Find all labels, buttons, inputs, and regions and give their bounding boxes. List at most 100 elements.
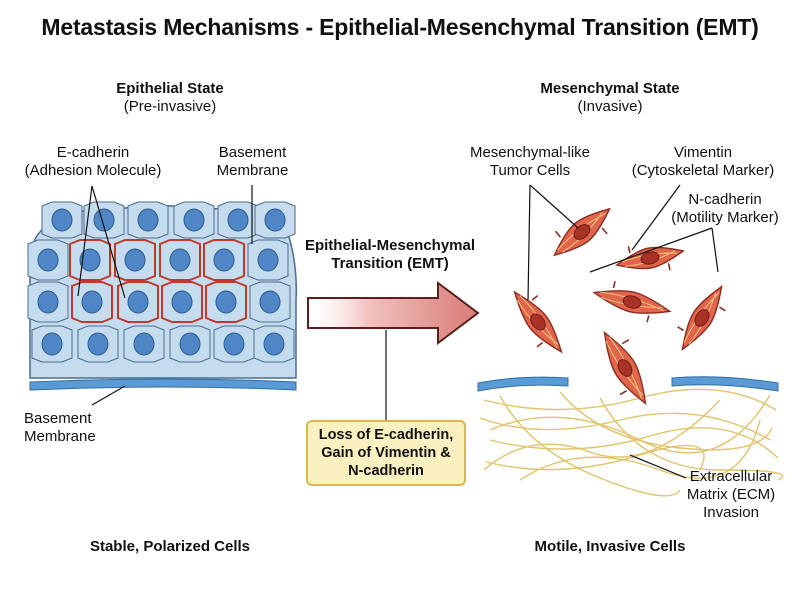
ecm-label-line2: Matrix (ECM) — [686, 486, 776, 503]
emt-arrow-label-line2: Transition (EMT) — [331, 255, 449, 272]
epithelial-heading: Epithelial State — [116, 80, 224, 97]
ecadherin-label-line2: (Adhesion Molecule) — [24, 162, 162, 179]
epithelial-nucleus — [81, 290, 103, 314]
basement-membrane-left — [29, 378, 297, 391]
emt-arrow — [307, 281, 480, 345]
vimentin-leader — [631, 184, 681, 251]
mesenchymal-leader-1 — [527, 184, 531, 301]
ecadherin-label: E-cadherin (Adhesion Molecule) — [8, 144, 178, 180]
ncadherin-spike — [719, 306, 726, 312]
epithelial-nucleus — [51, 208, 73, 232]
ncadherin-spike — [612, 281, 616, 289]
ecadherin-leader-1 — [77, 185, 93, 297]
mesenchymal-nucleus — [694, 309, 710, 327]
ecm-fiber — [559, 391, 773, 451]
mesenchymal-nucleus — [622, 295, 642, 309]
ecm-fiber — [489, 427, 779, 459]
epithelial-nucleus — [263, 332, 285, 356]
epithelial-nucleus — [37, 248, 59, 272]
mesenchymal-cells-label-line1: Mesenchymal-like — [469, 144, 591, 161]
mesenchymal-cell — [592, 281, 672, 323]
basement-bottom-leader — [91, 385, 126, 406]
basement-membrane-right-b — [671, 376, 779, 392]
epithelial-nucleus — [93, 208, 115, 232]
emt-arrow-label-line1: Epithelial-Mesenchymal — [304, 237, 476, 254]
mesenchymal-cell — [615, 246, 685, 271]
basement-top-label: Basement Membrane — [205, 144, 300, 180]
ecm-fiber — [599, 397, 784, 481]
epithelial-nucleus — [259, 290, 281, 314]
mesenchymal-cells — [513, 207, 726, 406]
callout-line1: Loss of E-cadherin, — [318, 427, 454, 443]
epithelial-nucleus — [264, 208, 286, 232]
epithelial-subheading: (Pre-invasive) — [123, 98, 217, 115]
epithelial-nucleus — [215, 290, 237, 314]
mesenchymal-cell — [603, 330, 647, 406]
ecm-label-line1: Extracellular — [689, 468, 773, 485]
mesenchymal-cell — [677, 285, 726, 351]
vimentin-label-line2: (Cytoskeletal Marker) — [631, 162, 775, 179]
vimentin-label: Vimentin (Cytoskeletal Marker) — [618, 144, 788, 180]
ecm-fiber — [519, 419, 761, 481]
extracellular-matrix — [479, 388, 784, 497]
ncadherin-leader-1 — [589, 227, 713, 273]
mesenchymal-cells-label-line2: Tumor Cells — [489, 162, 571, 179]
epithelial-nucleus — [257, 248, 279, 272]
ncadherin-label: N-cadherin (Motility Marker) — [655, 191, 795, 227]
epithelial-footer: Stable, Polarized Cells — [89, 538, 251, 555]
mesenchymal-cell — [513, 290, 563, 354]
right-leader-lines — [527, 184, 719, 479]
callout-line2: Gain of Vimentin & — [321, 445, 451, 461]
ecm-leader — [629, 454, 687, 479]
epithelial-nucleus — [41, 332, 63, 356]
epithelial-nucleus — [87, 332, 109, 356]
ecm-fiber — [483, 399, 721, 471]
mesenchymal-nucleus — [640, 251, 660, 265]
epithelial-nucleus — [133, 332, 155, 356]
mesenchymal-leader-2 — [529, 184, 579, 229]
mesenchymal-subheading: (Invasive) — [577, 98, 643, 115]
epithelial-nucleus — [223, 332, 245, 356]
ncadherin-spike — [646, 315, 650, 323]
epithelial-nucleus — [127, 290, 149, 314]
mesenchymal-footer: Motile, Invasive Cells — [534, 538, 686, 555]
mesenchymal-cells-label: Mesenchymal-like Tumor Cells — [460, 144, 600, 180]
left-leader-lines — [77, 185, 253, 406]
epithelial-nucleus — [227, 208, 249, 232]
ncadherin-spike — [531, 295, 539, 301]
callout-line3: N-cadherin — [348, 463, 424, 479]
epithelial-nucleus — [37, 290, 59, 314]
ncadherin-label-line2: (Motility Marker) — [671, 209, 779, 226]
basement-top-label-line1: Basement — [218, 144, 287, 161]
ecm-fiber — [489, 394, 771, 454]
mesenchymal-heading: Mesenchymal State — [540, 80, 680, 97]
basement-membrane-right-a — [477, 376, 569, 392]
epithelial-nucleus — [124, 248, 146, 272]
ecadherin-label-line1: E-cadherin — [56, 144, 130, 161]
ncadherin-spike — [627, 246, 631, 254]
epithelial-cells — [27, 201, 296, 363]
epithelial-nucleus — [171, 290, 193, 314]
emt-callout-box: Loss of E-cadherin, Gain of Vimentin & N… — [306, 420, 466, 486]
ncadherin-spike — [554, 230, 562, 238]
basement-bottom-label: Basement Membrane — [24, 410, 144, 446]
ecm-fiber — [499, 395, 681, 497]
ecm-label-line3: Invasion — [703, 504, 759, 521]
mesenchymal-nucleus — [530, 313, 546, 331]
ncadherin-spike — [667, 263, 671, 271]
mesenchymal-cell — [553, 207, 611, 257]
epithelial-nucleus — [179, 332, 201, 356]
ncadherin-label-line1: N-cadherin — [688, 191, 762, 208]
ecm-fiber — [483, 388, 777, 411]
diagram-title: Metastasis Mechanisms - Epithelial-Mesen… — [41, 14, 759, 40]
epithelial-nucleus — [183, 208, 205, 232]
epithelial-nucleus — [137, 208, 159, 232]
ncadherin-spike — [619, 390, 628, 396]
ncadherin-spike — [677, 326, 685, 332]
ncadherin-spike — [601, 227, 608, 235]
basement-bottom-label-line1: Basement — [24, 410, 92, 427]
emt-arrow-label: Epithelial-Mesenchymal Transition (EMT) — [290, 237, 490, 273]
basement-bottom-label-line2: Membrane — [24, 428, 96, 445]
